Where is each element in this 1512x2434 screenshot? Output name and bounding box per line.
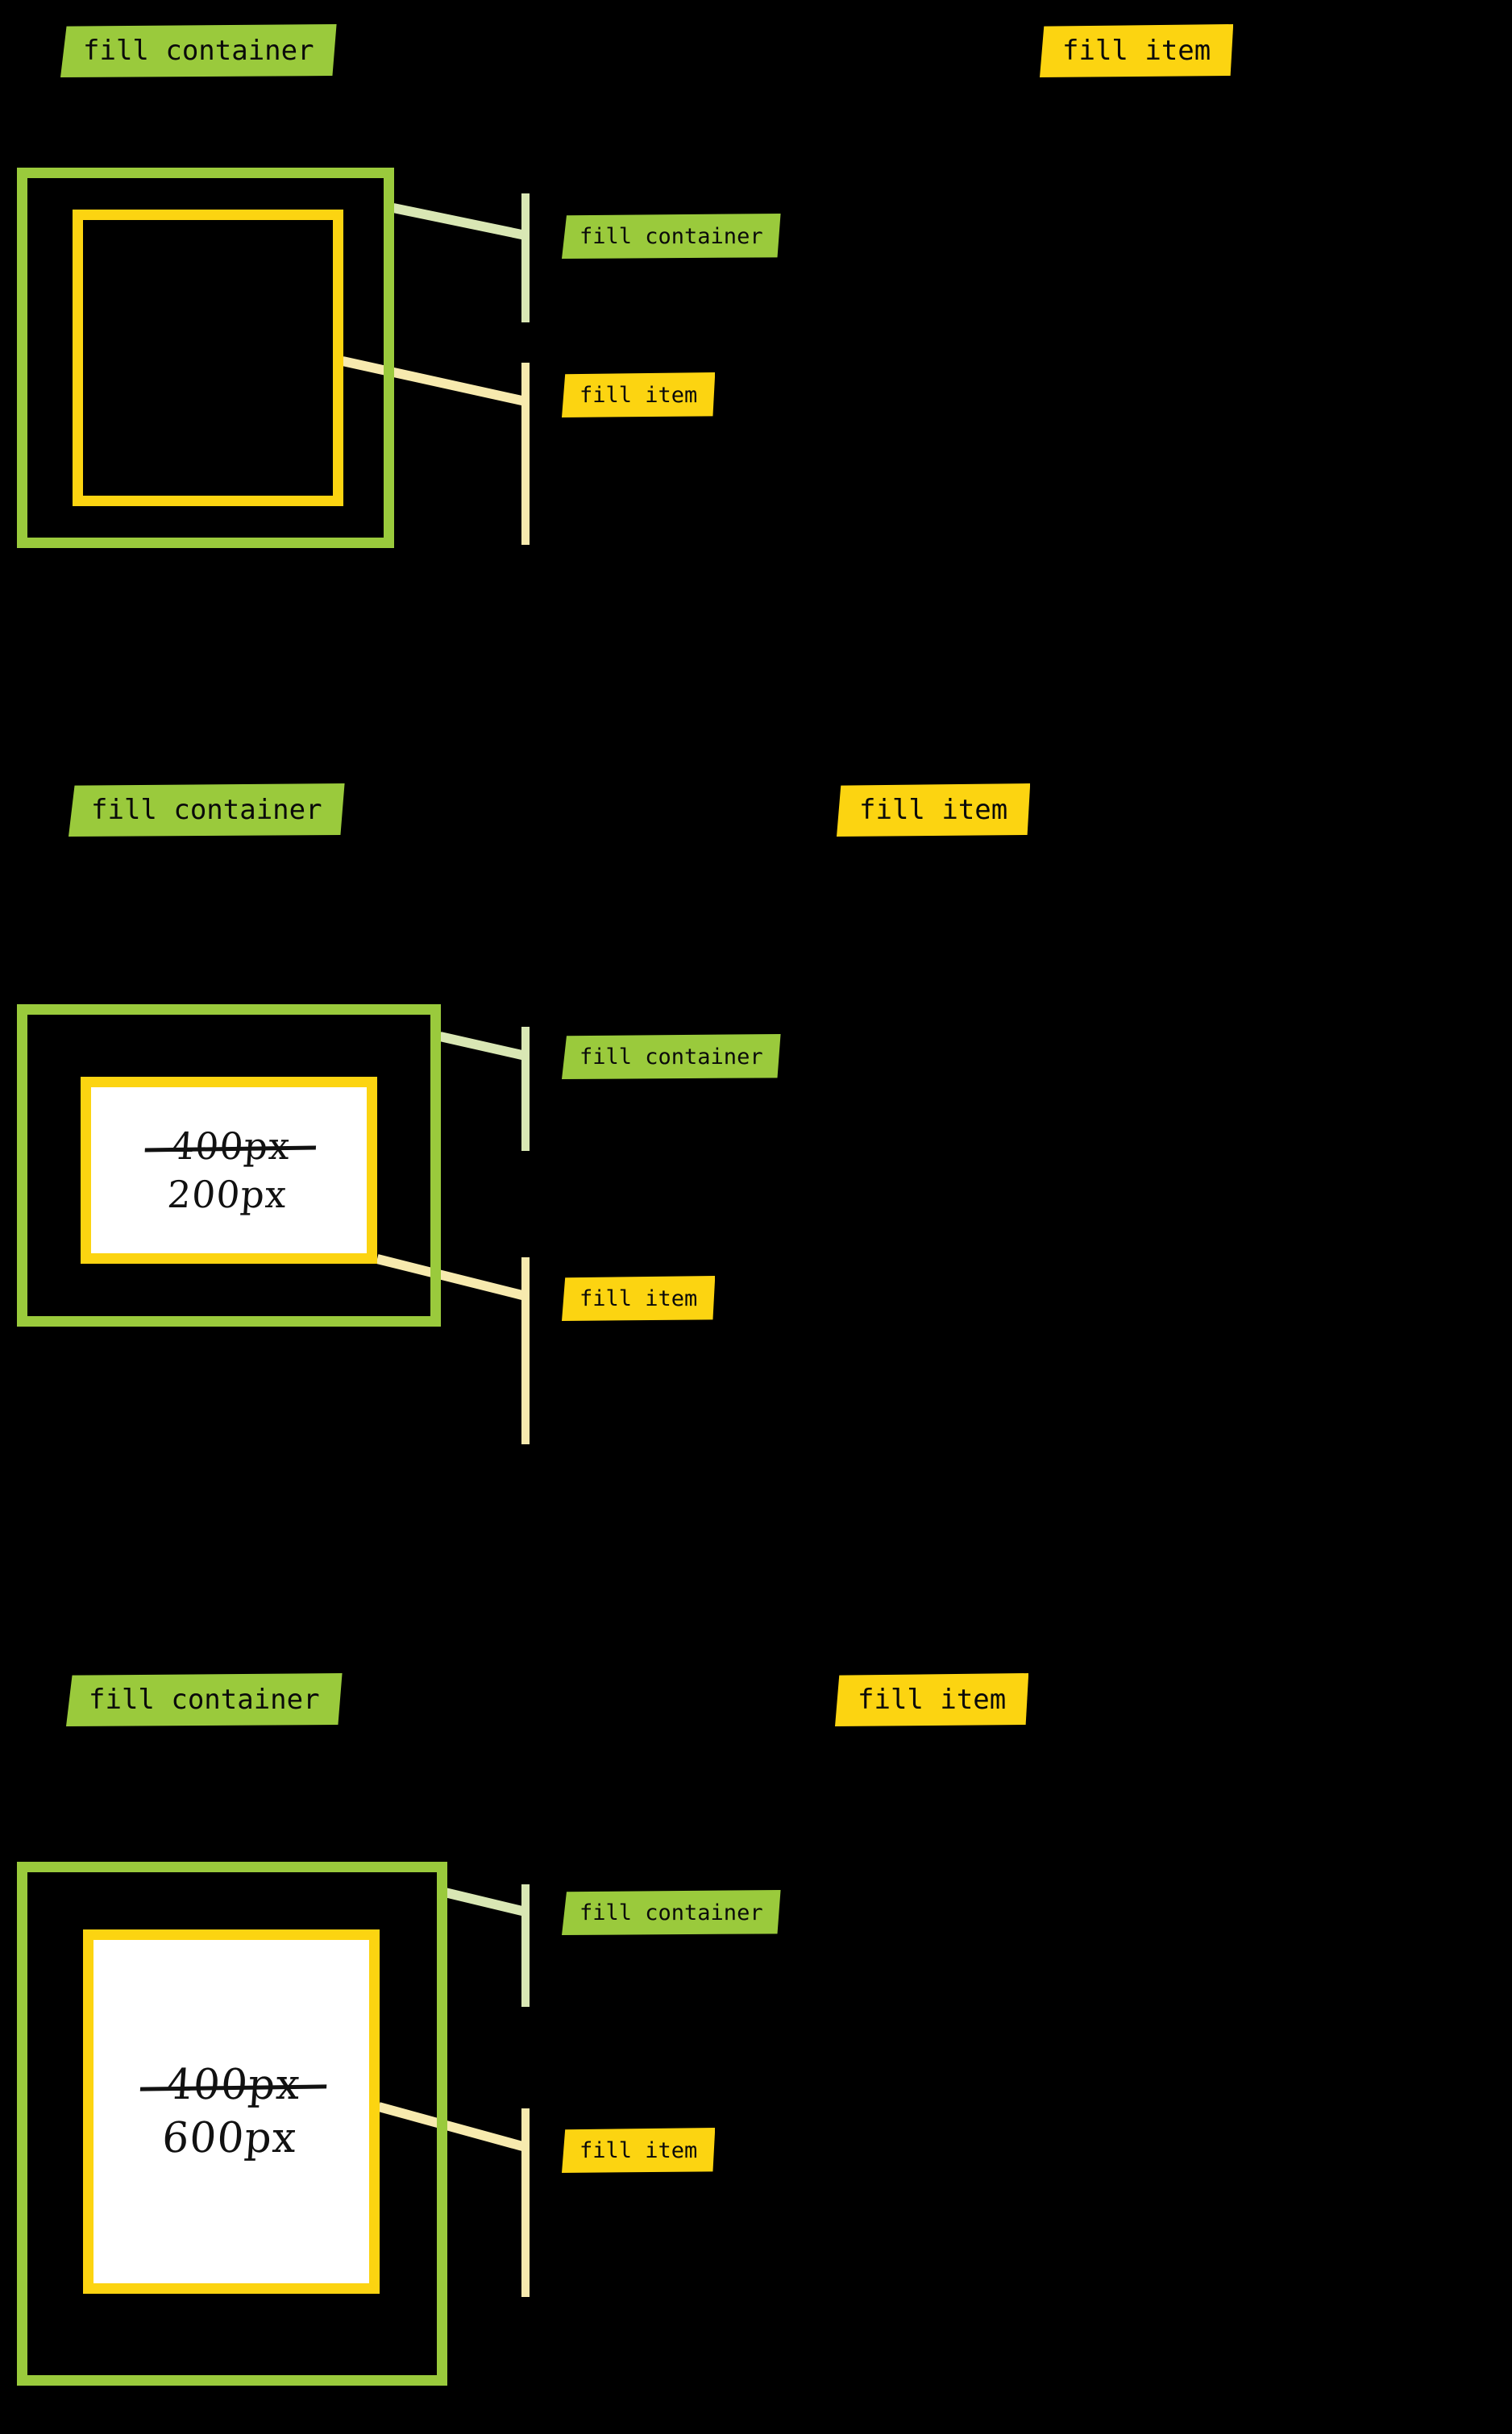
callout-label: fill item: [579, 1286, 698, 1311]
new-dimension-value: 200px: [165, 1173, 289, 1216]
heading-fill-container-2: fill container: [69, 783, 345, 837]
fill-item-box-2: 400px 200px: [81, 1077, 377, 1264]
tag-background: [562, 2128, 716, 2173]
heading-label: fill container: [89, 1684, 320, 1716]
fill-container-box-3: [17, 1862, 447, 2386]
heading-fill-item-1: fill item: [1040, 24, 1234, 77]
tag-background: [562, 214, 781, 259]
callout-label: fill container: [579, 1900, 763, 1925]
heading-label: fill item: [1062, 35, 1211, 67]
heading-fill-container-3: fill container: [66, 1673, 343, 1726]
heading-label: fill container: [83, 35, 314, 67]
old-dimension-value: 400px: [155, 1124, 306, 1168]
item-dimensions-3: 400px 600px: [81, 1940, 381, 2283]
callout-fill-item-3: fill item: [562, 2128, 716, 2173]
tag-background: [66, 1673, 343, 1726]
callout-fill-container-2: fill container: [562, 1034, 781, 1079]
callout-label: fill container: [579, 1044, 763, 1070]
tag-background: [835, 1673, 1029, 1726]
heading-label: fill item: [859, 794, 1008, 826]
fill-item-box-1: [73, 210, 343, 506]
callout-fill-item-2: fill item: [562, 1276, 716, 1321]
leader-line-container-1: [392, 193, 530, 322]
fill-container-box-2: [17, 1004, 441, 1327]
fill-container-box-1: [17, 168, 394, 548]
item-dimensions-2: 400px 200px: [85, 1087, 372, 1253]
heading-fill-item-3: fill item: [835, 1673, 1029, 1726]
heading-fill-item-2: fill item: [837, 783, 1031, 837]
callout-fill-container-3: fill container: [562, 1890, 781, 1935]
callout-label: fill item: [579, 382, 698, 408]
tag-background: [562, 1034, 781, 1079]
heading-label: fill container: [91, 794, 322, 826]
fill-item-box-3: 400px 600px: [83, 1929, 380, 2294]
old-dimension-value: 400px: [150, 2061, 317, 2109]
tag-background: [562, 372, 716, 417]
tag-background: [837, 783, 1031, 837]
leader-line-container-2: [438, 1027, 530, 1151]
callout-label: fill container: [579, 223, 763, 249]
callout-fill-container-1: fill container: [562, 214, 781, 259]
tag-background: [562, 1890, 781, 1935]
tag-background: [562, 1276, 716, 1321]
callout-fill-item-1: fill item: [562, 372, 716, 417]
new-dimension-value: 600px: [160, 2114, 299, 2162]
heading-fill-container-1: fill container: [60, 24, 337, 77]
tag-background: [60, 24, 337, 77]
tag-background: [69, 783, 345, 837]
tag-background: [1040, 24, 1234, 77]
callout-label: fill item: [579, 2137, 698, 2163]
heading-label: fill item: [858, 1684, 1007, 1716]
leader-line-container-3: [443, 1884, 530, 2007]
